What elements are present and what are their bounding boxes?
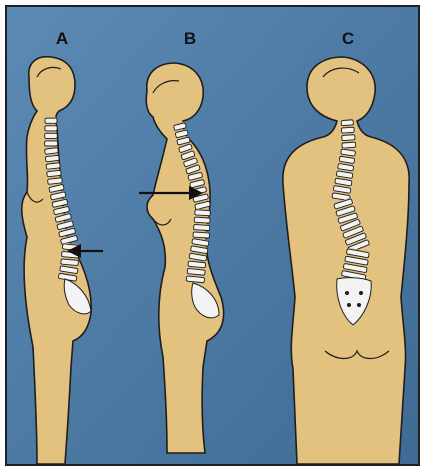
vertebra [45, 133, 58, 138]
vertebra [46, 163, 60, 170]
vertebra [45, 118, 57, 123]
illustration-panel: A B C [5, 5, 420, 466]
figure-label-a: A [47, 29, 77, 49]
vertebra [341, 120, 353, 126]
vertebra [193, 232, 210, 238]
figure-label-c: C [333, 29, 363, 49]
vertebra [45, 141, 58, 146]
vertebra [194, 217, 210, 223]
spine-posture-illustration [7, 7, 418, 464]
vertebra [47, 170, 61, 177]
vertebra [61, 259, 79, 266]
vertebra [45, 126, 57, 131]
vertebra [341, 127, 354, 133]
vertebra [188, 261, 206, 268]
vertebra [195, 210, 211, 216]
figure-label-b: B [175, 29, 205, 49]
vertebra [45, 155, 59, 162]
vertebra [194, 225, 210, 231]
vertebra [342, 135, 355, 141]
vertebra [48, 178, 63, 185]
vertebra [342, 142, 356, 148]
vertebra [45, 148, 59, 155]
